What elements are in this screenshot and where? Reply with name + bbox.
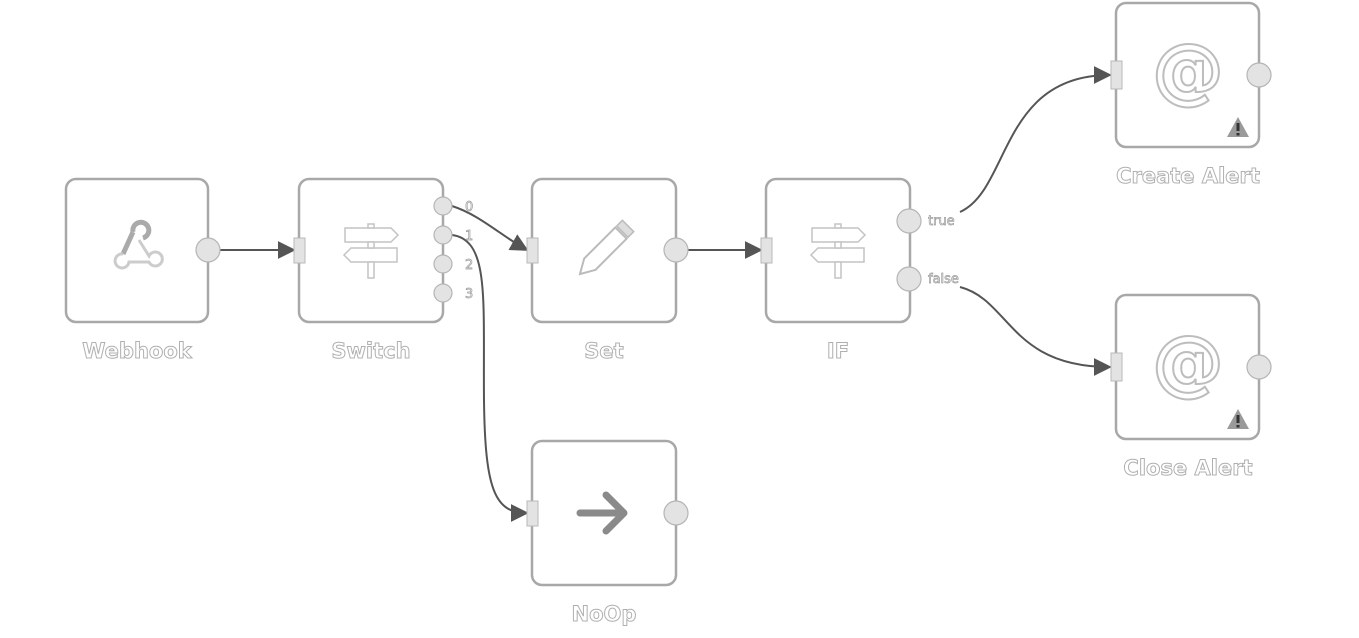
node-set[interactable]: Set (526, 177, 689, 364)
webhook-output-handle[interactable] (195, 237, 221, 263)
switch-output-1[interactable] (433, 225, 453, 245)
edge-switch1-noop[interactable] (451, 234, 529, 522)
noop-input-handle[interactable] (526, 500, 539, 527)
noop-output-handle[interactable] (663, 500, 689, 526)
node-label: Create Alert (1116, 164, 1260, 188)
if-output-false[interactable] (896, 266, 922, 292)
output-label: 1 (465, 229, 473, 244)
pencil-icon (578, 219, 635, 276)
create-alert-input-handle[interactable] (1110, 60, 1123, 90)
edge-if-false-close-alert[interactable] (959, 286, 1112, 376)
webhook-icon (113, 219, 164, 270)
switch-output-3[interactable] (433, 283, 453, 303)
node-label: NoOp (572, 602, 637, 626)
edge-switch0-set[interactable] (451, 205, 529, 251)
if-input-handle[interactable] (760, 237, 773, 264)
output-label: 3 (465, 287, 473, 302)
close-alert-output-handle[interactable] (1246, 354, 1272, 380)
node-label: IF (827, 339, 849, 363)
node-label: Close Alert (1123, 456, 1252, 480)
node-label: Set (584, 339, 623, 363)
node-label: Switch (331, 339, 410, 363)
node-label: Webhook (82, 339, 192, 363)
edge-if-true-create-alert[interactable] (959, 66, 1112, 213)
switch-input-handle[interactable] (293, 237, 306, 264)
at-icon (1151, 27, 1225, 113)
at-icon (1151, 319, 1225, 405)
node-close-alert[interactable]: Close Alert (1110, 293, 1272, 481)
node-webhook[interactable]: Webhook (64, 177, 221, 364)
output-label: 0 (465, 200, 473, 215)
switch-output-0[interactable] (433, 196, 453, 216)
arrow-right-icon (576, 491, 628, 535)
set-input-handle[interactable] (526, 237, 539, 264)
node-noop[interactable]: NoOp (526, 439, 689, 627)
node-if[interactable]: true false IF (760, 177, 959, 364)
set-output-handle[interactable] (663, 237, 689, 263)
output-label-false: false (928, 272, 959, 287)
if-output-true[interactable] (896, 208, 922, 234)
switch-output-2[interactable] (433, 254, 453, 274)
node-create-alert[interactable]: Create Alert (1110, 1, 1272, 189)
node-switch[interactable]: 0 1 2 3 Switch (293, 177, 474, 364)
create-alert-output-handle[interactable] (1246, 62, 1272, 88)
output-label-true: true (928, 214, 955, 229)
output-label: 2 (465, 258, 473, 273)
close-alert-input-handle[interactable] (1110, 352, 1123, 382)
